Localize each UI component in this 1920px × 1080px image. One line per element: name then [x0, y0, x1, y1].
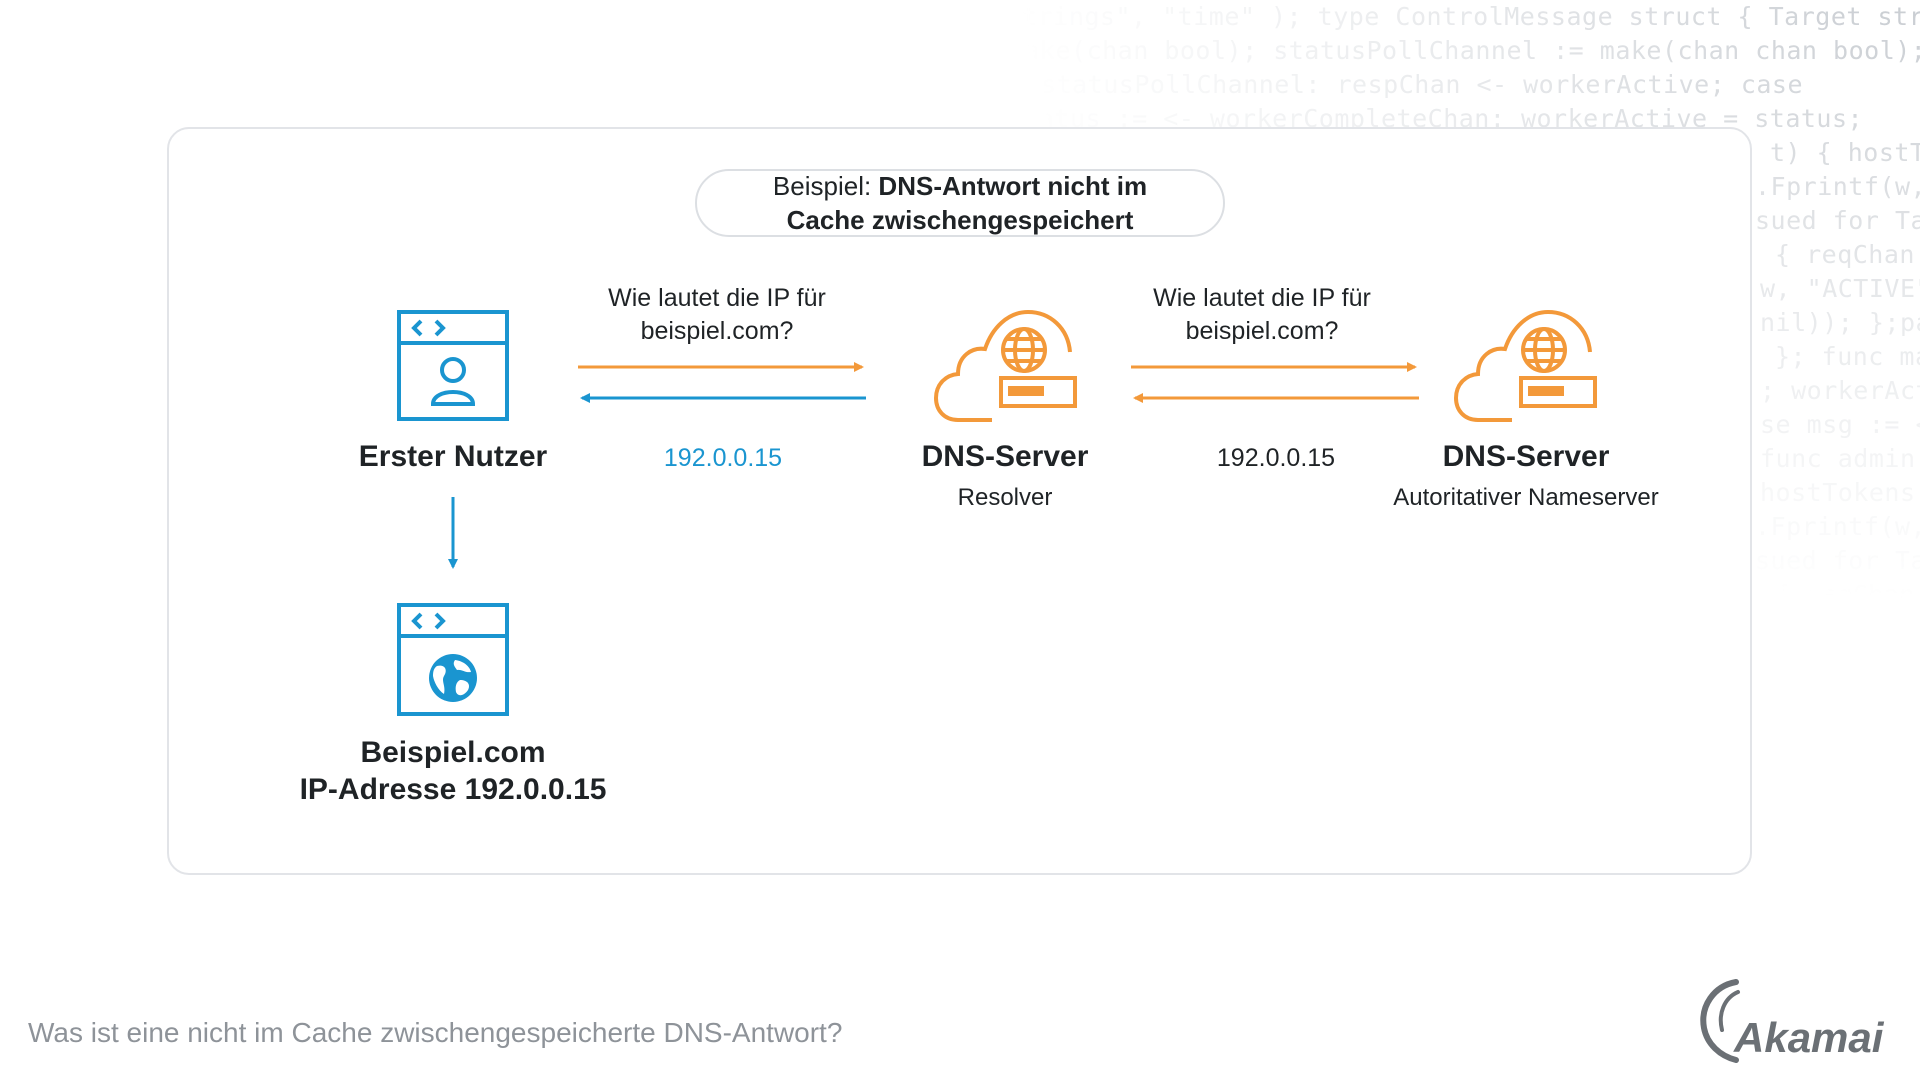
browser-user-icon	[397, 310, 509, 421]
diagram-card	[167, 127, 1752, 875]
cloud-server-globe-icon	[933, 309, 1077, 422]
footer-caption: Was ist eine nicht im Cache zwischengesp…	[28, 1017, 843, 1048]
query-label-1-line1: Wie lautet die IP für	[608, 284, 826, 312]
title-prefix: Beispiel:	[772, 171, 879, 201]
query-label-1: Wie lautet die IP für beispiel.com?	[567, 282, 867, 348]
title-bold-line1: DNS-Antwort nicht im	[878, 171, 1148, 201]
query-label-1-line2: beispiel.com?	[640, 317, 794, 345]
title-bold-line2: Cache zwischengespeichert	[786, 205, 1134, 235]
akamai-logo-mark: Akamai	[1700, 979, 1885, 1063]
logo-wordmark: Akamai	[1733, 1014, 1885, 1061]
cloud-server-globe-icon	[1453, 309, 1597, 422]
query-label-2-line2: beispiel.com?	[1185, 317, 1339, 345]
website-ip: IP-Adresse 192.0.0.15	[299, 773, 607, 806]
answer-label-2: 192.0.0.15	[1216, 444, 1336, 472]
akamai-logo: Akamai	[1692, 974, 1902, 1069]
authoritative-title: DNS-Server	[1442, 440, 1610, 473]
answer-label-1: 192.0.0.15	[663, 444, 783, 472]
query-label-2-line1: Wie lautet die IP für	[1153, 284, 1371, 312]
query-label-2: Wie lautet die IP für beispiel.com?	[1112, 282, 1412, 348]
resolver-title: DNS-Server	[921, 440, 1089, 473]
browser-globe-icon	[397, 603, 509, 716]
diagram-title: Beispiel: DNS-Antwort nicht im Cache zwi…	[695, 169, 1225, 237]
resolver-subtitle: Resolver	[957, 484, 1053, 511]
user-label: Erster Nutzer	[358, 440, 548, 473]
authoritative-subtitle: Autoritativer Nameserver	[1393, 484, 1659, 511]
website-name: Beispiel.com	[360, 736, 546, 769]
